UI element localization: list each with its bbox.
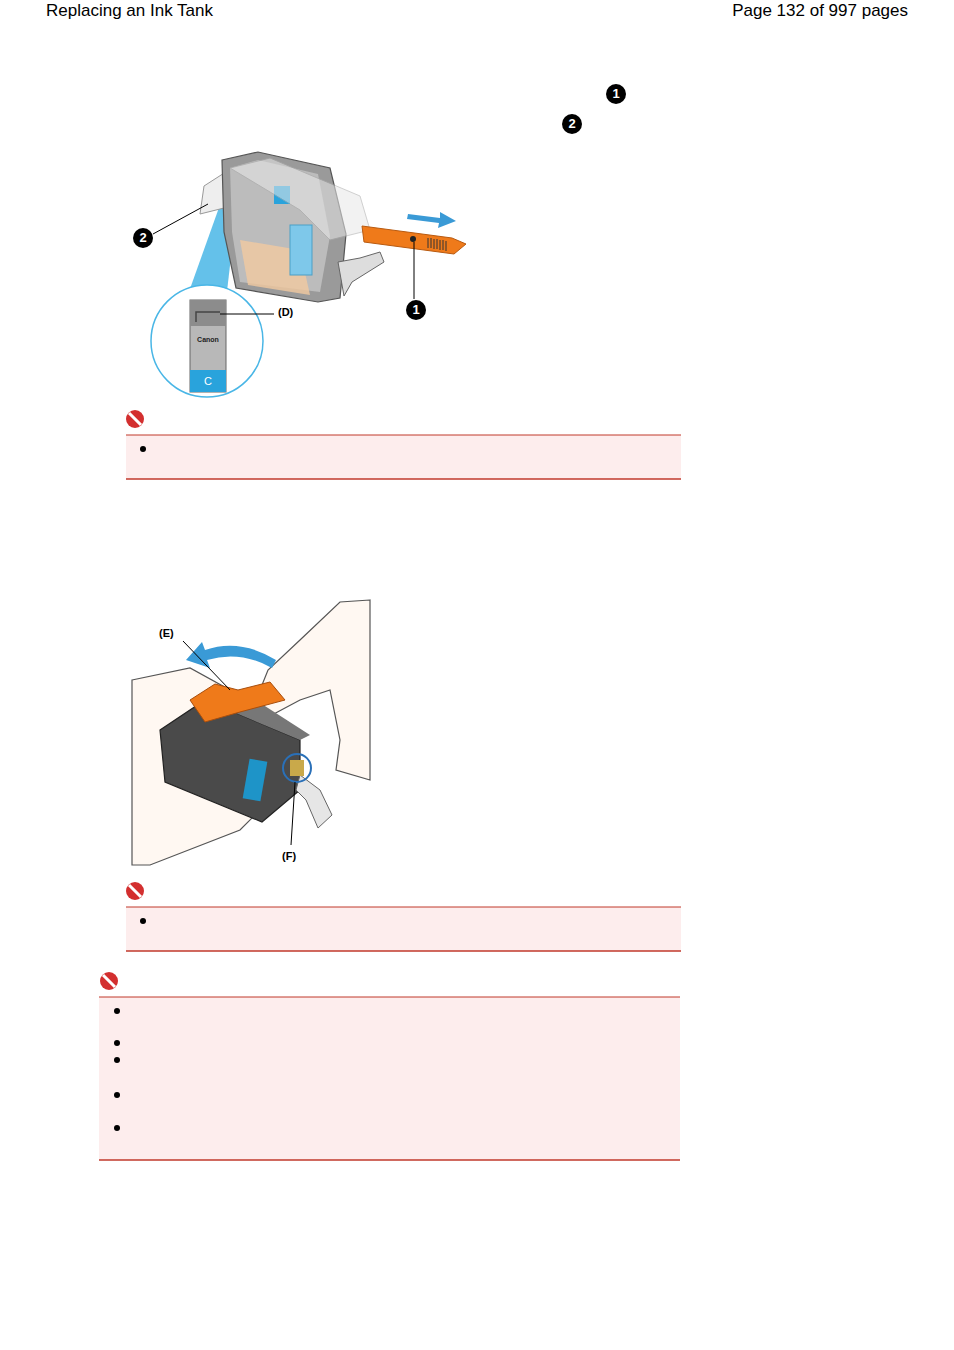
leader-line: [220, 314, 274, 315]
leader-line: [153, 204, 208, 234]
tape-mark: [410, 236, 416, 242]
bullet: [140, 918, 146, 924]
port-highlight: [283, 754, 311, 782]
leader-line: [291, 782, 295, 845]
callout-number: 1: [406, 300, 426, 320]
warning-icon: [126, 410, 144, 428]
tank-latch: [338, 252, 384, 296]
zoom-circle: [151, 285, 263, 397]
zoom-color-band: [190, 370, 226, 392]
part-label: (D): [278, 306, 293, 318]
tank-latch: [296, 775, 332, 828]
warning-panel: [126, 435, 681, 479]
callout-number: 1: [606, 84, 626, 104]
leader-line: [183, 641, 230, 690]
callout-number: 2: [133, 228, 153, 248]
zoom-tank-top: [190, 300, 226, 326]
color-window: [243, 759, 268, 802]
page-number: Page 132 of 997 pages: [732, 1, 908, 21]
bullet: [140, 446, 146, 452]
plastic-wrap: [230, 158, 370, 240]
part-label: (F): [282, 850, 296, 862]
ink-window: [290, 225, 312, 275]
brand-label: Canon: [197, 336, 219, 343]
twist-arrow: [186, 642, 276, 668]
callout-number: 2: [562, 114, 582, 134]
warning-panel: [99, 997, 680, 1160]
page-header: Replacing an Ink Tank: [46, 1, 213, 21]
zoom-mark: [196, 312, 220, 322]
leader-line: [414, 242, 415, 299]
warning-icon: [100, 972, 118, 990]
pull-arrow: [407, 212, 456, 228]
orange-cap: [190, 682, 285, 722]
ink-port: [290, 760, 304, 776]
part-label: (E): [159, 627, 174, 639]
bullet: [114, 1008, 120, 1131]
tape-barcode: [428, 238, 446, 251]
warning-panel: [126, 907, 681, 951]
color-letter: C: [204, 375, 212, 387]
warning-icon: [126, 882, 144, 900]
